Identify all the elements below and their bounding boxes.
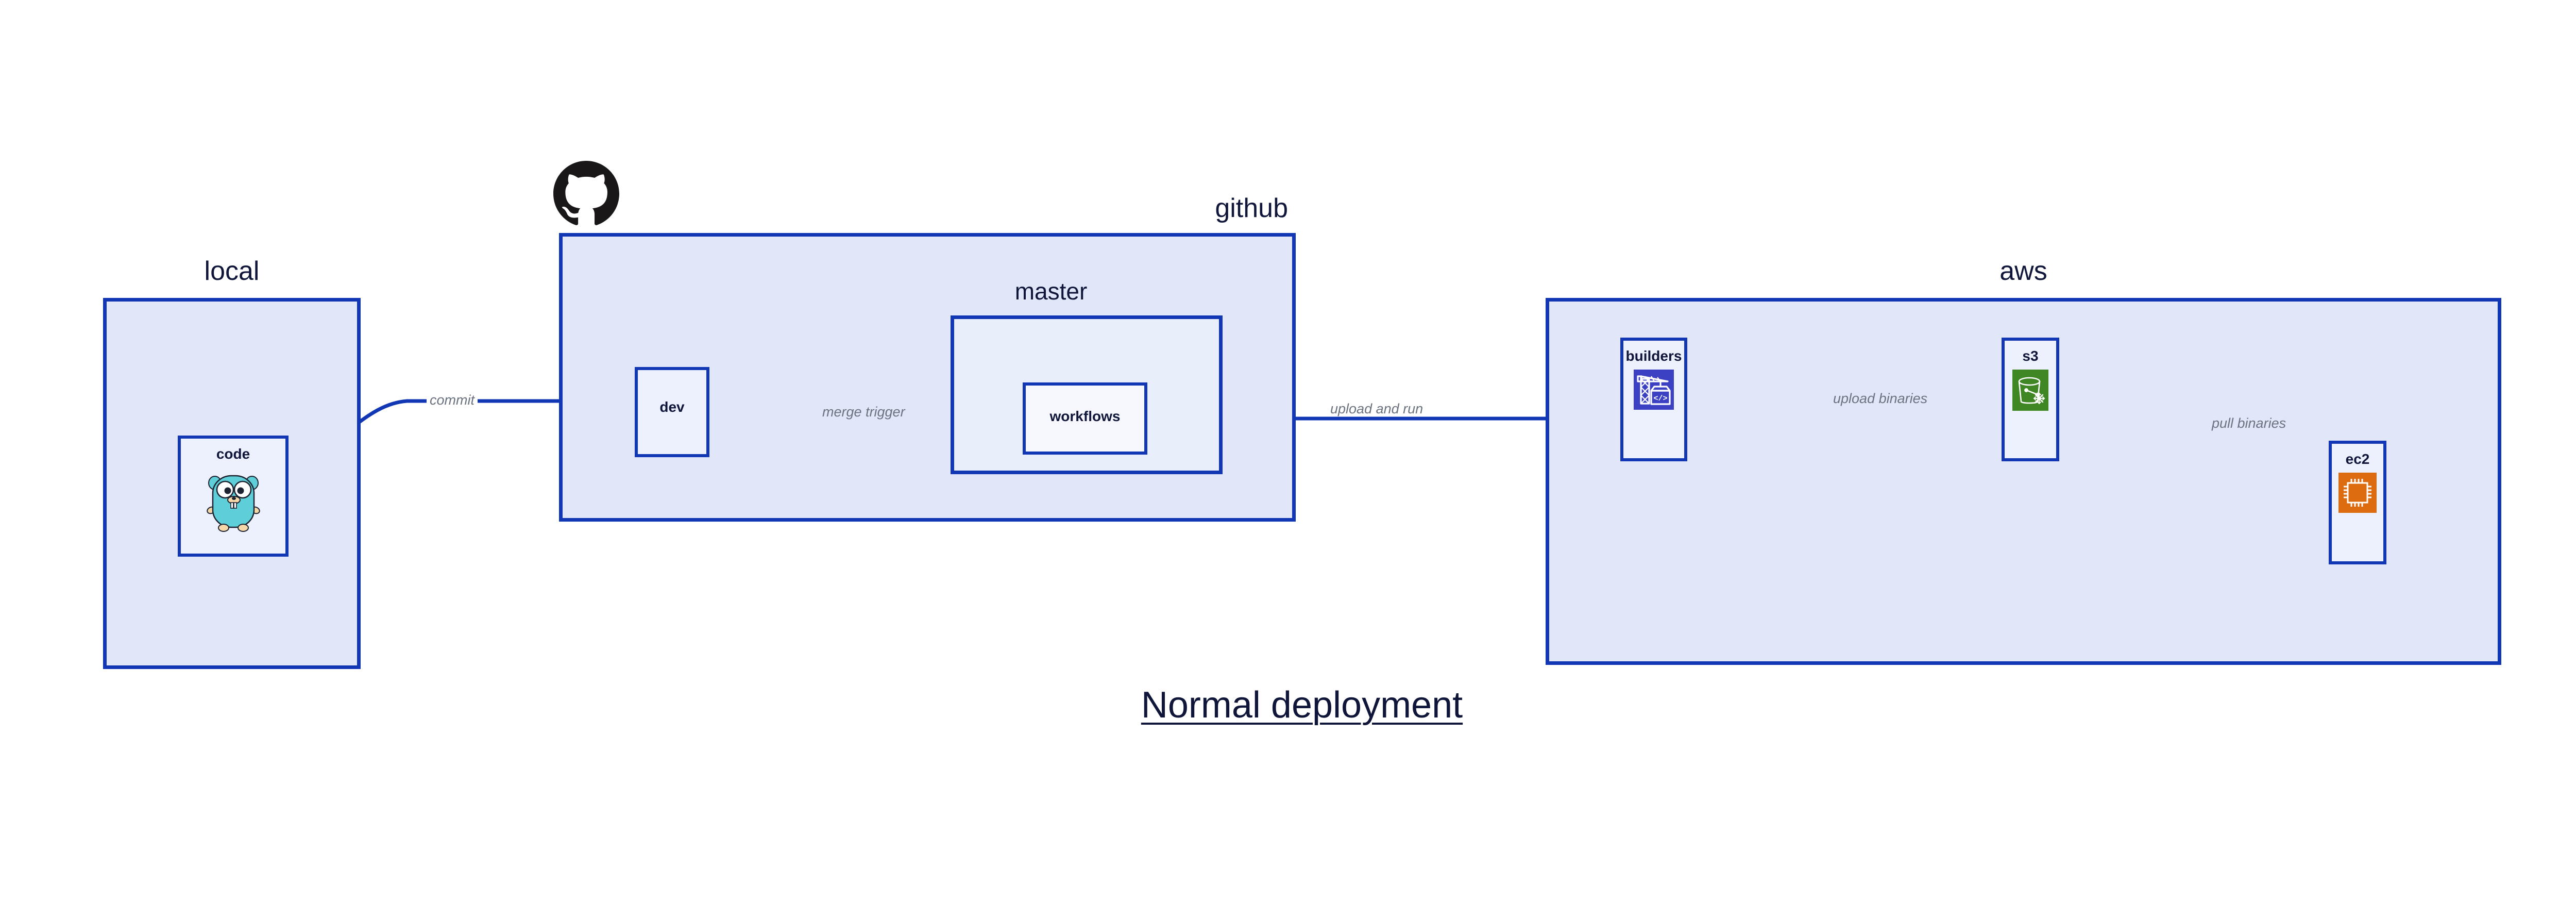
go-gopher-icon [206, 475, 260, 532]
group-title-local: local [204, 256, 260, 286]
node-label-builders: builders [1625, 348, 1682, 364]
node-code[interactable]: code [178, 436, 289, 557]
edge-label-merge-trigger: merge trigger [819, 405, 908, 419]
node-ec2[interactable]: ec2 [2329, 441, 2386, 564]
aws-codebuild-icon: </> [1634, 370, 1674, 410]
aws-s3-bucket-icon [2012, 370, 2048, 411]
github-octocat-logo [553, 161, 619, 225]
group-title-aws: aws [1999, 256, 2047, 286]
diagram-caption: Normal deployment [0, 687, 2576, 724]
node-label-code: code [216, 446, 250, 462]
edge-label-upload-binaries: upload binaries [1830, 392, 1931, 406]
node-s3[interactable]: s3 [2002, 338, 2059, 461]
group-title-github: github [1215, 193, 1288, 223]
edge-label-pull-binaries: pull binaries [2209, 416, 2290, 430]
node-builders[interactable]: builders </> [1620, 338, 1687, 461]
edge-label-upload-and-run: upload and run [1327, 402, 1427, 416]
aws-ec2-chip-icon [2338, 473, 2377, 513]
node-label-s3: s3 [2022, 348, 2039, 364]
node-label-dev: dev [659, 399, 685, 415]
node-dev[interactable]: dev [635, 367, 709, 457]
caption-text: Normal deployment [1141, 684, 1463, 726]
svg-text:</>: </> [1653, 394, 1667, 403]
node-workflows[interactable]: workflows [1023, 382, 1147, 455]
edge-label-commit: commit [427, 393, 478, 407]
group-title-master: master [1014, 278, 1088, 305]
node-label-workflows: workflows [1049, 408, 1121, 424]
node-label-ec2: ec2 [2345, 451, 2370, 467]
